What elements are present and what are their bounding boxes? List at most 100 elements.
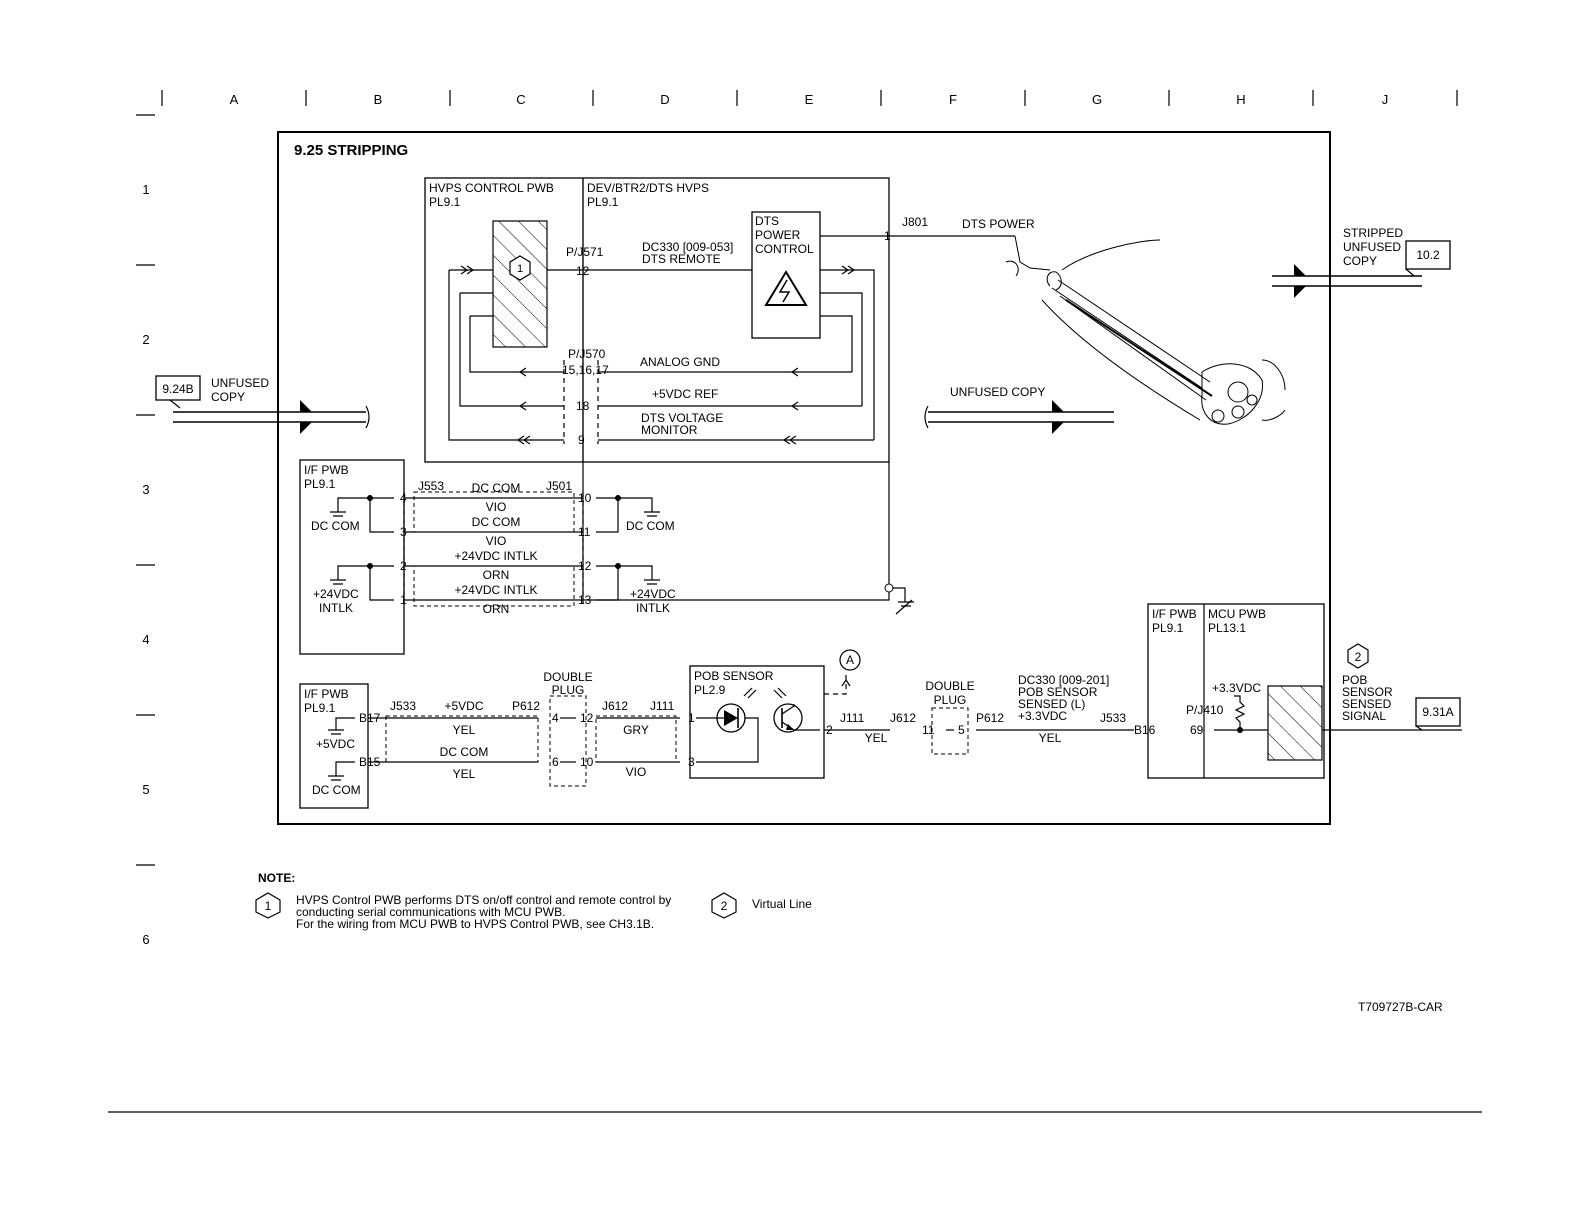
- pin-label: 10: [578, 491, 592, 505]
- dts-label: CONTROL: [755, 242, 814, 256]
- wire-color: VIO: [486, 500, 507, 514]
- mcu-pwb-pl: PL13.1: [1208, 621, 1246, 635]
- pin-label: 4: [552, 711, 559, 725]
- ground-label: DC COM: [312, 783, 361, 797]
- signal-label: ANALOG GND: [640, 355, 720, 369]
- pin-label: 3: [400, 525, 407, 539]
- double-plug-label: DOUBLE: [925, 679, 974, 693]
- mcu-ic: [1267, 685, 1323, 761]
- mcu-pwb-label: MCU PWB: [1208, 607, 1266, 621]
- unfused-copy-label: UNFUSED COPY: [950, 385, 1045, 399]
- pin-label: 18: [576, 399, 590, 413]
- out-label: STRIPPED: [1343, 226, 1403, 240]
- wire-label: DC COM: [440, 745, 489, 759]
- pin-label: B17: [359, 711, 381, 725]
- connector-label: J801: [902, 215, 928, 229]
- pin-label: 10: [580, 755, 594, 769]
- wire-label: DC COM: [472, 481, 521, 495]
- signal-label: DTS REMOTE: [642, 252, 721, 266]
- column-label: C: [516, 92, 525, 107]
- if-pwb-interlock: [299, 459, 660, 655]
- pin-label: 6: [552, 755, 559, 769]
- if-pwb-label: I/F PWB: [1152, 607, 1197, 621]
- power-label: +24VDC: [630, 587, 676, 601]
- wire-label: DC COM: [472, 515, 521, 529]
- connector-label: J533: [1100, 711, 1126, 725]
- hvps-label: DEV/BTR2/DTS HVPS: [587, 181, 709, 195]
- paper-path-mid: [924, 400, 1114, 434]
- note-2-number: 2: [721, 899, 728, 913]
- connector-label: J533: [390, 699, 416, 713]
- wire-color: GRY: [623, 723, 649, 737]
- row-label: 6: [142, 932, 149, 947]
- double-plug-label: PLUG: [552, 683, 585, 697]
- connector-label: J553: [418, 479, 444, 493]
- connector-label: J111: [650, 699, 675, 713]
- diagram-frame: [277, 131, 1331, 825]
- pin-label: 2: [400, 559, 407, 573]
- double-plug-label: PLUG: [934, 693, 967, 707]
- pin-label: 12: [578, 559, 592, 573]
- note-1-text: HVPS Control PWB performs DTS on/off con…: [296, 893, 671, 907]
- connector-label: J501: [546, 479, 572, 493]
- pin-label: 1: [884, 229, 891, 243]
- connector-label: P/J570: [568, 347, 606, 361]
- power-label: INTLK: [319, 601, 353, 615]
- out-ref-label: 10.2: [1416, 248, 1440, 262]
- notes: NOTE: 1 HVPS Control PWB performs DTS on…: [255, 871, 812, 931]
- if-pwb-pl: PL9.1: [304, 701, 336, 715]
- signal-label: DC330 [009-053]: [642, 240, 733, 254]
- wire-color: YEL: [453, 723, 476, 737]
- pin-label: 11: [922, 723, 935, 737]
- connector-label: P/J410: [1186, 703, 1224, 717]
- pin-label: 13: [578, 593, 592, 607]
- note-1-number: 1: [265, 899, 272, 913]
- connector-label: J111: [840, 711, 865, 725]
- paper-path-out: [1272, 240, 1451, 298]
- power-label: +3.3VDC: [1212, 681, 1261, 695]
- column-label: A: [230, 92, 239, 107]
- high-voltage-icon: [764, 270, 808, 306]
- pin-label: 12: [576, 264, 590, 278]
- out-label: UNFUSED: [1343, 240, 1401, 254]
- connector-label: J612: [890, 711, 916, 725]
- pin-label: 12: [580, 711, 594, 725]
- signal-label: DC330 [009-201]: [1018, 673, 1109, 687]
- signal-out-label: SENSED: [1342, 697, 1392, 711]
- power-label: +5VDC: [316, 737, 355, 751]
- in-ref-label: 9.24B: [162, 382, 193, 396]
- wire-color: VIO: [626, 765, 647, 779]
- note-1-text: For the wiring from MCU PWB to HVPS Cont…: [296, 917, 654, 931]
- row-label: 2: [142, 332, 149, 347]
- if-pwb-label: I/F PWB: [304, 687, 349, 701]
- pin-label: 3: [688, 755, 695, 769]
- row-label: 3: [142, 482, 149, 497]
- column-label: D: [660, 92, 669, 107]
- signal-label: MONITOR: [641, 423, 698, 437]
- hvps-pl: PL9.1: [587, 195, 619, 209]
- signal-out-label: POB: [1342, 673, 1367, 687]
- signal-label: +5VDC REF: [652, 387, 718, 401]
- pob-sensor-label: POB SENSOR: [694, 669, 774, 683]
- wire-label: +24VDC INTLK: [454, 583, 537, 597]
- double-plug-label: DOUBLE: [543, 670, 592, 684]
- ground-label: DC COM: [626, 519, 675, 533]
- wire-label: +24VDC INTLK: [454, 549, 537, 563]
- a-marker-label: A: [846, 653, 854, 667]
- hvps-block: 1: [424, 177, 890, 601]
- in-label: UNFUSED: [211, 376, 269, 390]
- pin-label: 11: [578, 525, 591, 539]
- note-heading: NOTE:: [258, 871, 295, 885]
- row-label: 1: [142, 182, 149, 197]
- signal-label: POB SENSOR: [1018, 685, 1098, 699]
- pin-label: 2: [826, 723, 833, 737]
- column-label: H: [1236, 92, 1245, 107]
- out-label: COPY: [1343, 254, 1377, 268]
- hvps-control-pl: PL9.1: [429, 195, 461, 209]
- pin-label: B15: [359, 755, 381, 769]
- power-label: INTLK: [636, 601, 670, 615]
- dts-assembly-illustration: [1005, 235, 1286, 425]
- signal-label: DTS VOLTAGE: [641, 411, 723, 425]
- note-1-marker: [509, 255, 531, 281]
- signal-out-label: SENSOR: [1342, 685, 1393, 699]
